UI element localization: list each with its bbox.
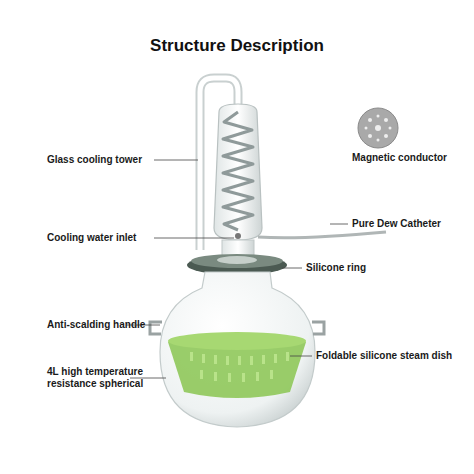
conductor-holes <box>365 115 392 142</box>
steam-dish-rim <box>168 332 306 350</box>
silicone-ring-top <box>191 254 283 268</box>
silicone-ring-hole <box>217 256 257 264</box>
dish-holes <box>190 352 289 382</box>
flask-neck <box>222 240 254 256</box>
condenser-body <box>214 104 262 240</box>
cooling-coil <box>223 112 253 230</box>
part-label: Cooling water inlet <box>47 232 136 244</box>
water-inlet <box>235 233 241 239</box>
handle-right <box>312 322 324 334</box>
part-label: Anti-scalding handle <box>47 319 145 331</box>
part-label: Magnetic conductor <box>352 152 447 164</box>
part-label: Pure Dew Catheter <box>352 218 441 230</box>
spherical-flask <box>160 272 315 427</box>
handle-left <box>150 322 162 334</box>
part-label: Foldable silicone steam dish <box>316 350 452 362</box>
part-label: Glass cooling tower <box>47 154 142 166</box>
magnetic-conductor <box>358 108 398 148</box>
part-label: Silicone ring <box>306 262 366 274</box>
part-label: 4L high temperature resistance spherical <box>47 366 165 390</box>
catheter-tube <box>258 232 386 238</box>
diagram-title: Structure Description <box>150 36 324 56</box>
